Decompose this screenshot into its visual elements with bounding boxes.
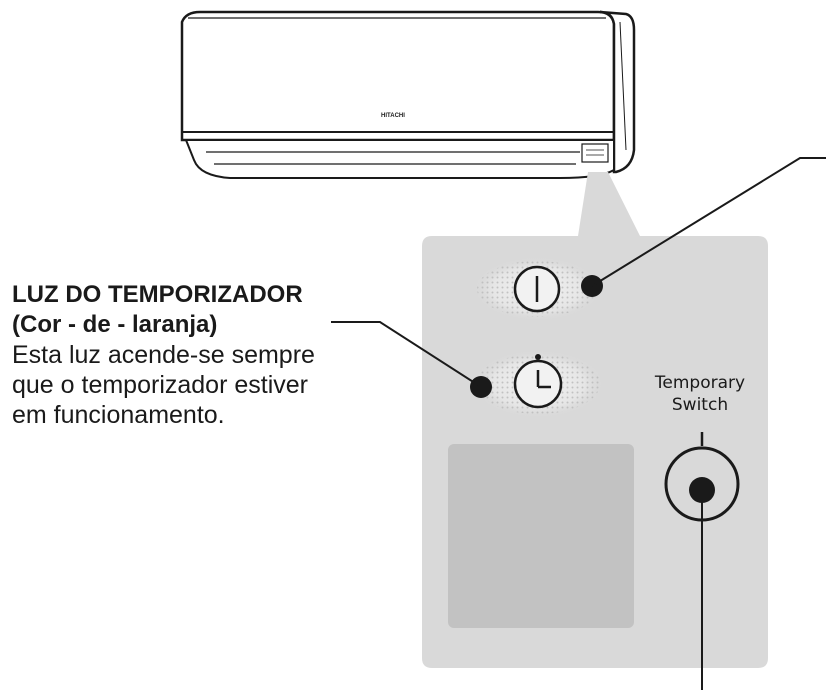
receiver-window (448, 444, 634, 628)
temporary-switch-label-line-1: Temporary (654, 373, 746, 393)
brand-logo: HITACHI (381, 113, 405, 119)
air-conditioner-unit: HITACHI (180, 10, 636, 179)
callout-line-1: Esta luz acende-se sempre (12, 341, 315, 369)
leader-lines (331, 157, 826, 690)
operation-leader-line (591, 157, 826, 287)
callout-line-3: em funcionamento. (12, 401, 225, 429)
timer-light (470, 350, 604, 418)
timer-leader-line (331, 321, 479, 386)
callout-line-2: que o temporizador estiver (12, 371, 308, 399)
operation-light (473, 257, 603, 321)
timer-indicator-dot (470, 376, 492, 398)
temporary-switch-label: Temporary Switch (630, 372, 770, 416)
display-panel (422, 172, 768, 668)
callout-title: LUZ DO TEMPORIZADOR (12, 281, 303, 308)
temporary-switch-label-line-2: Switch (671, 395, 729, 415)
timer-light-callout: LUZ DO TEMPORIZADOR (Cor - de - laranja)… (12, 280, 392, 430)
callout-subtitle: (Cor - de - laranja) (12, 311, 218, 338)
